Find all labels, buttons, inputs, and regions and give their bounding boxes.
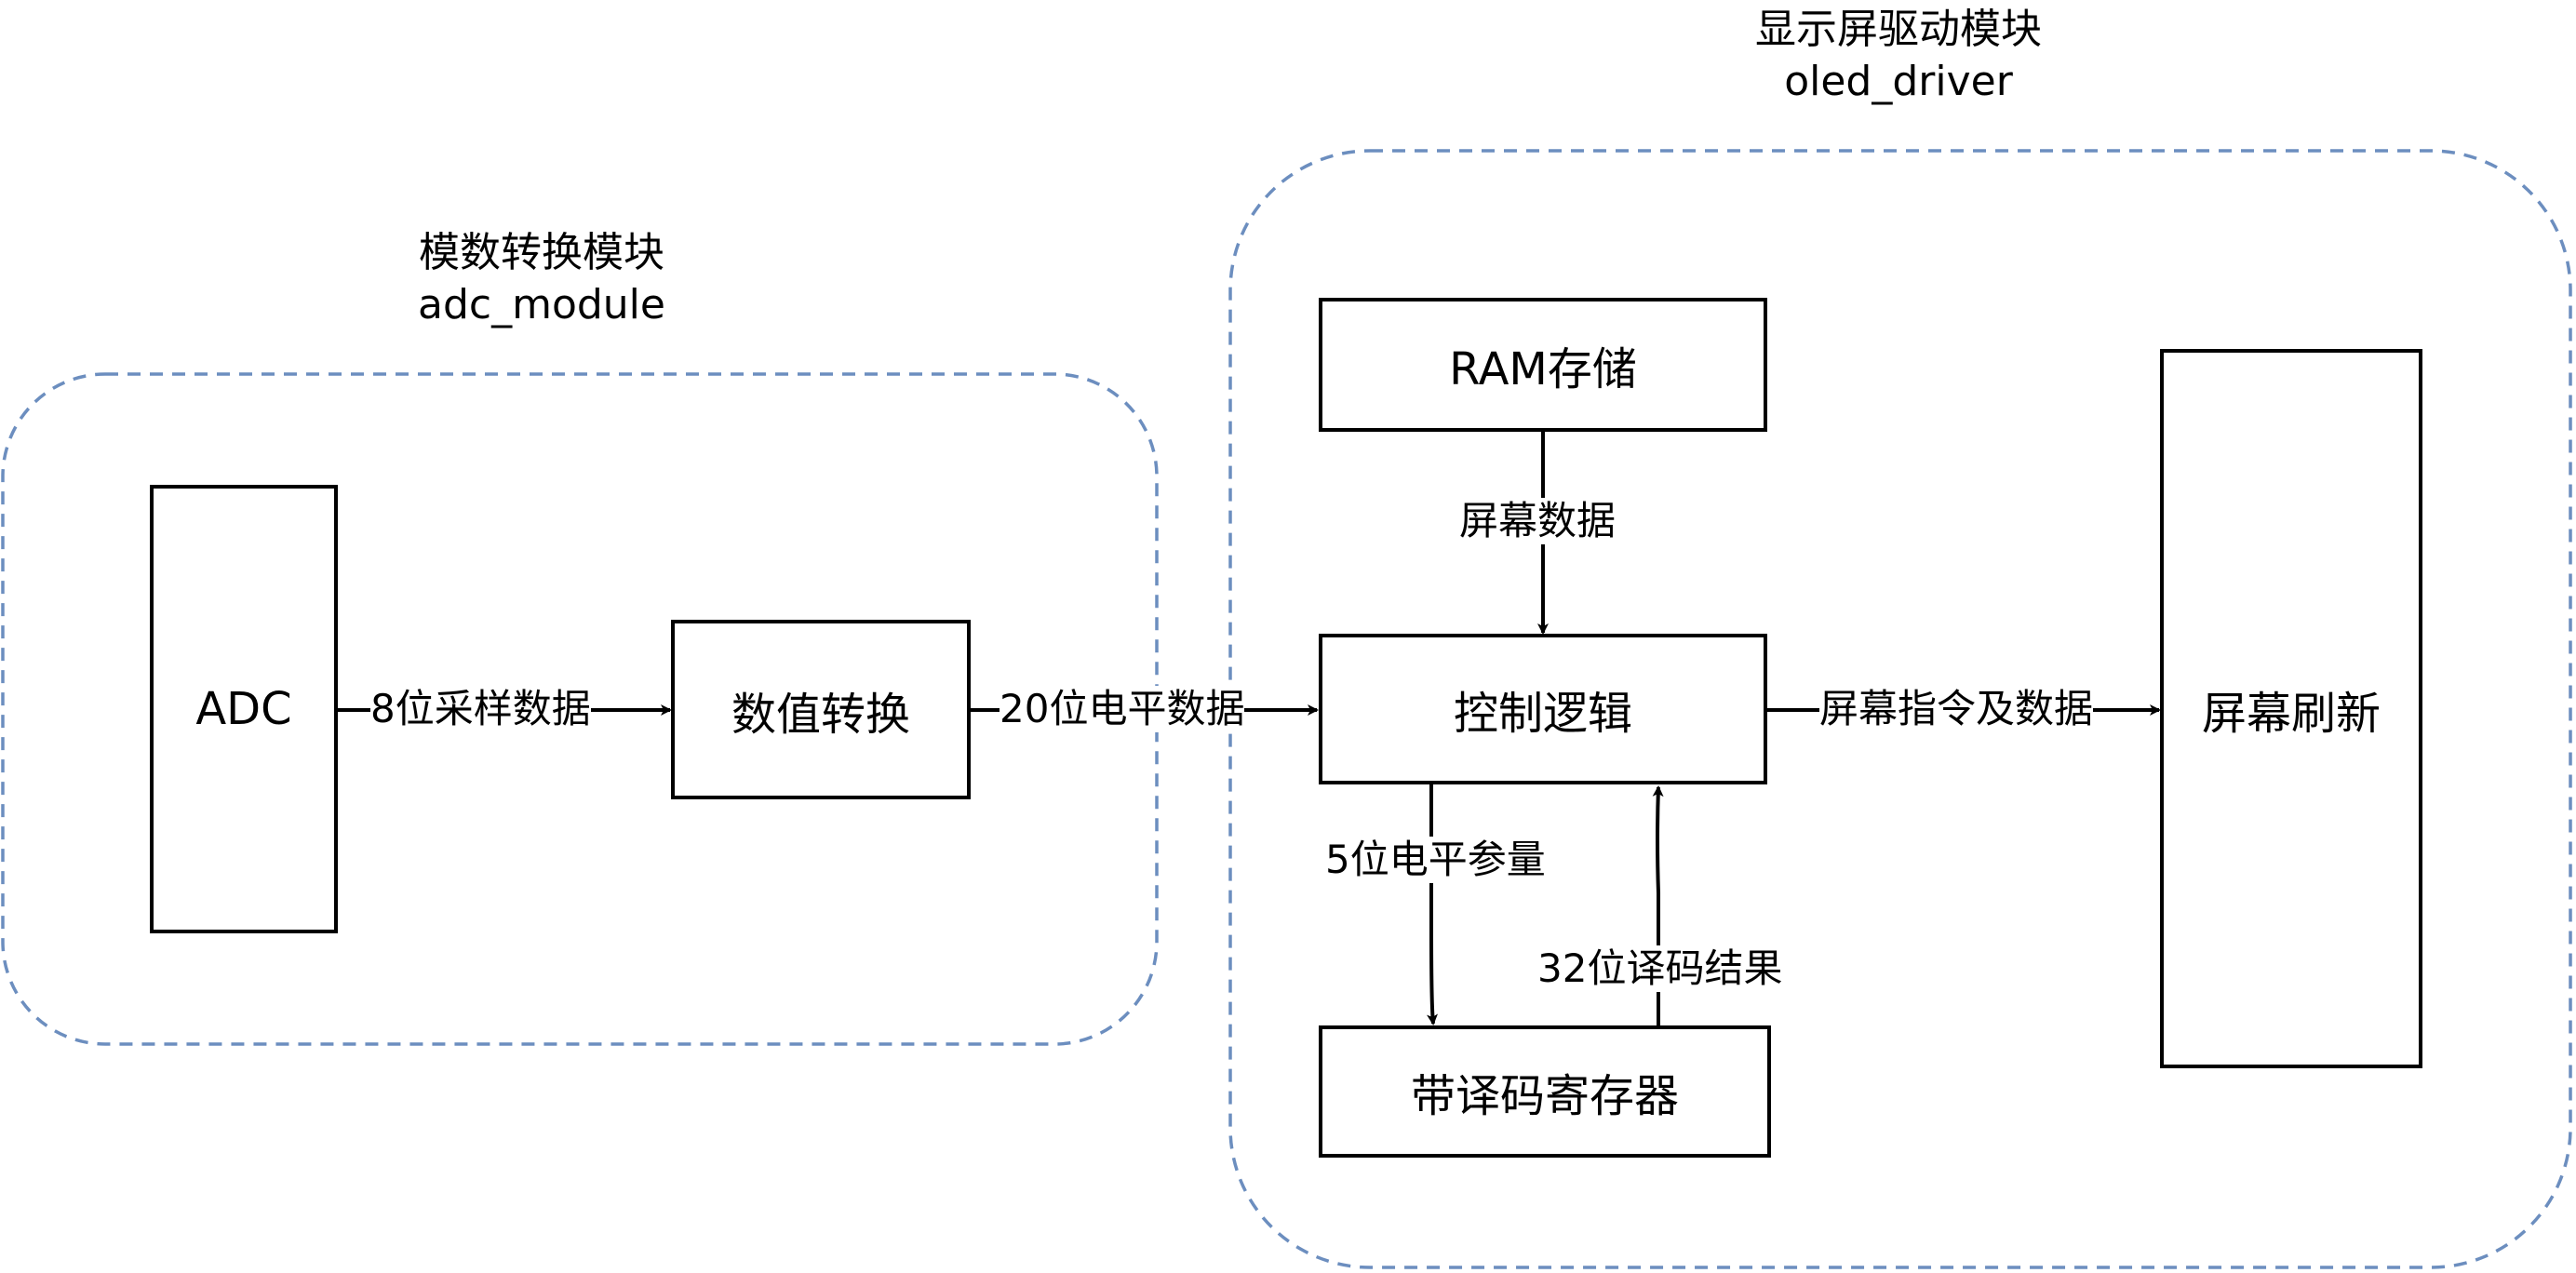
edge-label-8bit-sample: 8位采样数据 [370,686,591,732]
node-decoder-register[interactable]: 带译码寄存器 [1319,1025,1771,1158]
group-oled-title: 显示屏驱动模块 oled_driver [1712,4,2085,108]
node-adc[interactable]: ADC [150,485,338,933]
edge-label-20bit-level: 20位电平数据 [1000,686,1245,732]
group-oled-name: 显示屏驱动模块 [1755,6,2042,53]
node-ram-storage[interactable]: RAM存储 [1319,298,1767,432]
group-adc-id: adc_module [418,281,665,328]
node-control-logic[interactable]: 控制逻辑 [1319,634,1767,784]
edge-label-5bit-param: 5位电平参量 [1325,837,1546,883]
arrow-control-to-decoder [1427,784,1438,1025]
group-adc-title: 模数转换模块 adc_module [356,227,728,331]
group-oled-boundary [1228,149,2572,1269]
edge-label-screen-data: 屏幕数据 [1459,498,1617,544]
group-adc-name: 模数转换模块 [419,229,664,276]
arrow-decoder-to-control [1652,785,1664,1025]
edge-label-screen-cmd: 屏幕指令及数据 [1819,686,2094,732]
edge-label-32bit-decode: 32位译码结果 [1537,945,1783,992]
node-screen-refresh[interactable]: 屏幕刷新 [2160,349,2422,1068]
group-oled-id: oled_driver [1784,58,2013,105]
node-value-convert[interactable]: 数值转换 [671,620,971,799]
